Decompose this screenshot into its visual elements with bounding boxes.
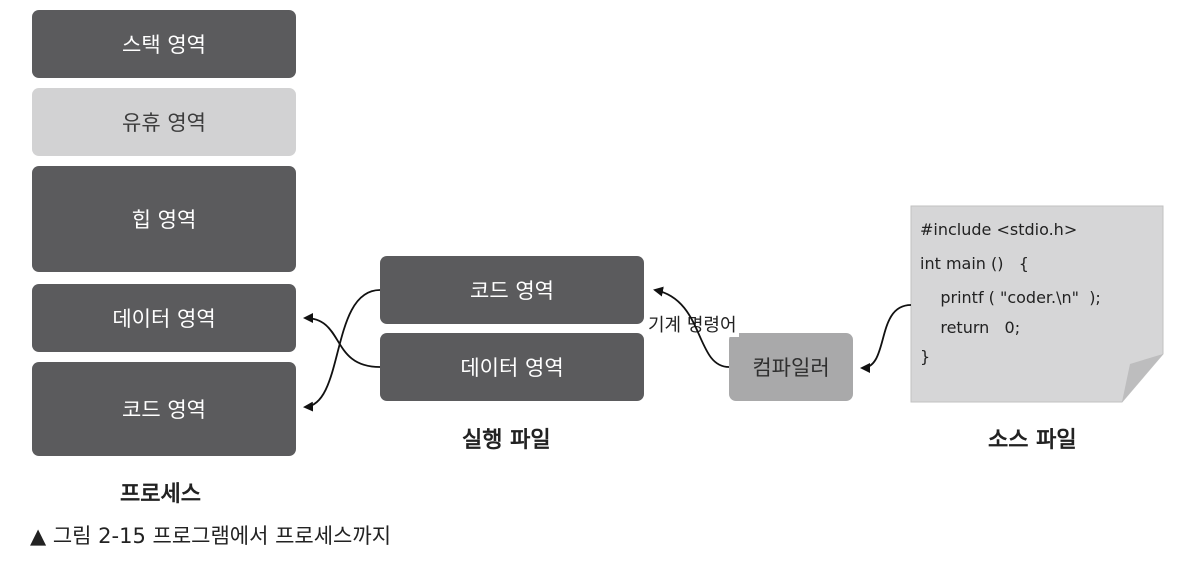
source-line-1: #include <stdio.h> [920,220,1078,239]
exe-code-area-block: 코드 영역 [380,256,644,324]
process-label: 프로세스 [120,482,201,507]
exe-code-area-label: 코드 영역 [470,279,554,303]
exe-data-to-process-data-arrow [303,313,381,368]
process-code-area-label: 코드 영역 [122,398,206,422]
executable-label: 실행 파일 [462,428,551,453]
process-data-area-label: 데이터 영역 [112,307,216,331]
stack-area-block: 스택 영역 [32,10,296,78]
source-line-2: int main () { [920,254,1029,273]
source-file-label: 소스 파일 [988,428,1077,453]
stack-area-label: 스택 영역 [122,33,206,57]
source-to-compiler-arrow [860,304,912,373]
idle-area-block: 유휴 영역 [32,88,296,156]
idle-area-label: 유휴 영역 [122,111,206,135]
caption-triangle-icon: ▲ [30,524,47,548]
caption-text: 그림 2-15 프로그램에서 프로세스까지 [52,524,392,548]
exe-code-to-process-code-arrow [303,289,381,412]
source-line-4: return 0; [920,318,1021,337]
exe-data-area-label: 데이터 영역 [460,356,564,380]
source-line-3: printf ( "coder.\n" ); [920,288,1101,307]
machine-code-label: 기계 명령어 [646,311,739,337]
process-code-area-block: 코드 영역 [32,362,296,456]
compiler-label: 컴파일러 [752,356,830,380]
heap-area-block: 힙 영역 [32,166,296,272]
figure-caption: ▲ 그림 2-15 프로그램에서 프로세스까지 [30,520,391,550]
heap-area-label: 힙 영역 [131,208,197,232]
source-line-5: } [920,347,931,366]
exe-data-area-block: 데이터 영역 [380,333,644,401]
process-data-area-block: 데이터 영역 [32,284,296,352]
compiler-block: 컴파일러 [729,333,853,401]
